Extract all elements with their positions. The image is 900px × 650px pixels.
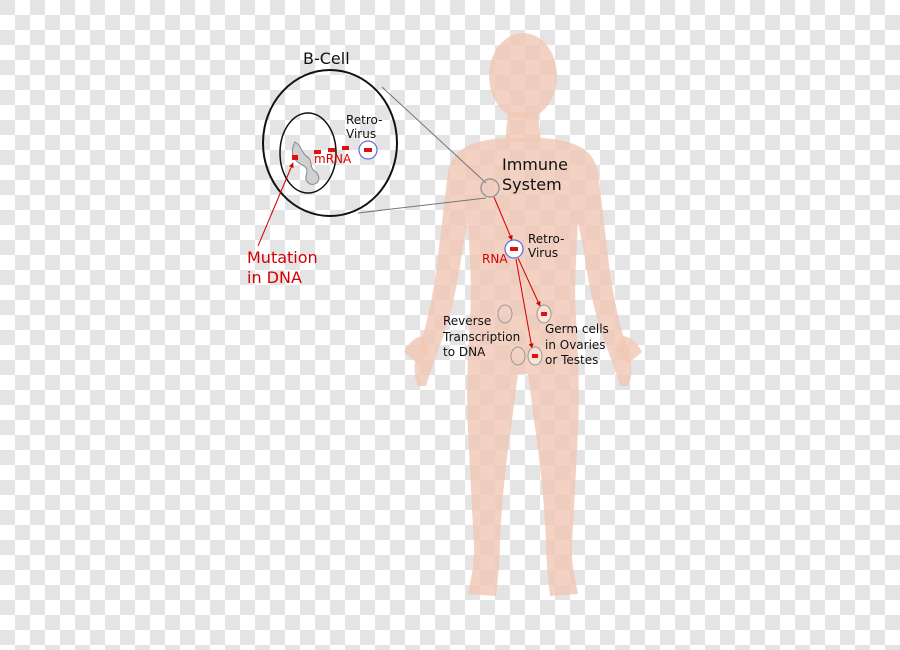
- retrovirus-cell-label-line1: Retro-: [346, 113, 383, 127]
- germ-cells-label-line2: in Ovaries: [545, 338, 606, 352]
- zoom-line-bottom: [357, 197, 487, 214]
- germ-cells-label-line1: Germ cells: [545, 322, 609, 336]
- retrovirus-body-gene-icon: [510, 247, 518, 251]
- b-cell-title: B-Cell: [303, 49, 350, 68]
- zoom-line-top: [381, 86, 487, 184]
- retrovirus-body-label-line1: Retro-: [528, 232, 565, 246]
- reverse-transcription-label-line1: Reverse: [443, 314, 492, 328]
- arrow-virus-to-germ-2: [515, 258, 534, 349]
- mrna-marker-1-icon: [314, 150, 321, 154]
- arrow-immune-to-virus: [493, 196, 513, 241]
- immune-system-label-line2: System: [502, 175, 562, 194]
- mrna-label: mRNA: [314, 152, 352, 166]
- germ-cell-lower-gene-icon: [532, 354, 538, 358]
- retrovirus-cell-gene-icon: [364, 148, 372, 152]
- germ-cell-upper-gene-icon: [541, 312, 547, 316]
- arrow-virus-to-germ: [517, 257, 541, 307]
- reverse-transcription-label-line2: Transcription: [443, 330, 521, 344]
- b-cell-membrane: [262, 69, 398, 217]
- b-cell-nucleus: [279, 112, 337, 194]
- mutation-label-line2: in DNA: [247, 268, 302, 287]
- reverse-transcription-label-line3: to DNA: [443, 345, 486, 359]
- mutation-label-line1: Mutation: [247, 248, 318, 267]
- body-markers: [493, 196, 552, 366]
- dna-strand-icon: [291, 141, 320, 185]
- human-body-silhouette: [404, 33, 642, 596]
- b-cell: [257, 69, 500, 247]
- germ-cell-lower-left-icon: [510, 346, 526, 366]
- germ-cells-label-line3: or Testes: [545, 353, 599, 367]
- mutation-arrow: [257, 162, 294, 247]
- rna-label: RNA: [482, 252, 508, 266]
- gene-marker-dna-icon: [292, 155, 298, 160]
- retrovirus-body-label-line2: Virus: [528, 246, 559, 260]
- mrna-marker-2-icon: [328, 148, 335, 152]
- immune-zoom-circle: [480, 178, 500, 198]
- retrovirus-cell-label-line2: Virus: [346, 127, 377, 141]
- mrna-marker-3-icon: [342, 146, 349, 150]
- reverse-transcription-cell-icon: [497, 304, 513, 324]
- immune-system-label-line1: Immune: [502, 155, 569, 174]
